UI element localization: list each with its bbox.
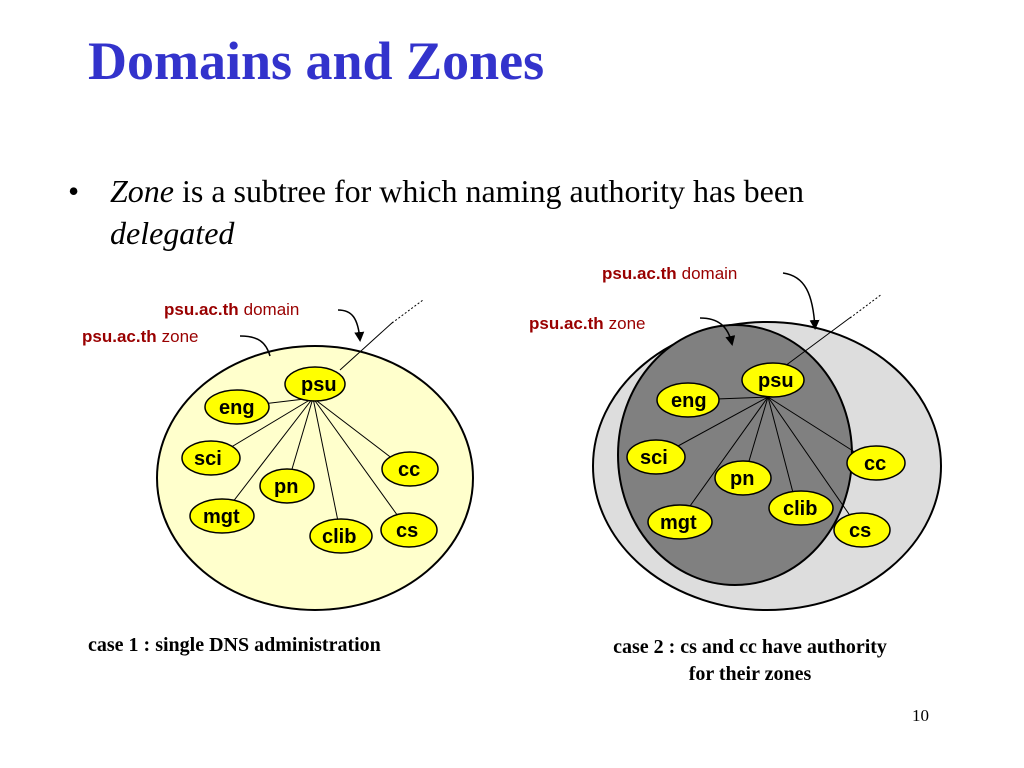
case2-domain-arrow <box>782 272 820 330</box>
svg-text:cs: cs <box>396 520 418 542</box>
svg-text:sci: sci <box>640 447 668 469</box>
case2-node-clib: clib <box>768 490 834 526</box>
case1-node-eng: eng <box>204 389 270 425</box>
case2-parent-link <box>849 293 883 319</box>
svg-text:mgt: mgt <box>660 512 697 534</box>
case2-zone-arrow <box>699 317 736 346</box>
svg-text:psu: psu <box>301 374 337 396</box>
case2-node-cs: cs <box>833 512 891 548</box>
case2-diagram: psu eng sci pn cc mgt <box>529 264 942 611</box>
case1-node-mgt: mgt <box>189 498 255 534</box>
svg-text:clib: clib <box>783 498 817 520</box>
case2-caption: case 2 : cs and cc have authority for th… <box>560 634 940 688</box>
case1-root-link <box>339 321 394 371</box>
svg-text:cc: cc <box>864 453 886 475</box>
bullet-emphasis: delegated <box>110 215 235 251</box>
svg-text:eng: eng <box>671 390 707 412</box>
case1-node-cc: cc <box>381 451 439 487</box>
case1-node-sci: sci <box>181 440 241 476</box>
case2-node-eng: eng <box>656 382 720 418</box>
page-number: 10 <box>912 706 929 725</box>
case2-node-mgt: mgt <box>647 504 713 540</box>
svg-text:psu: psu <box>758 370 794 392</box>
case2-caption-line1: case 2 : cs and cc have authority <box>613 636 887 658</box>
svg-text:sci: sci <box>194 448 222 470</box>
case1-zone-arrow <box>239 335 271 357</box>
case2-node-psu: psu <box>741 362 805 398</box>
svg-text:clib: clib <box>322 526 356 548</box>
case2-root-link <box>784 316 852 367</box>
case1-node-pn: pn <box>259 468 315 504</box>
bullet-body: is a subtree for which naming authority … <box>174 173 805 209</box>
svg-text:cs: cs <box>849 520 871 542</box>
case1-node-psu: psu <box>284 366 346 402</box>
case2-node-pn: pn <box>714 460 772 496</box>
svg-text:cc: cc <box>398 459 420 481</box>
bullet-text: Zone is a subtree for which naming autho… <box>110 170 930 254</box>
case1-diagram: psu eng sci pn cc mgt <box>82 299 474 611</box>
case1-domain-arrow <box>337 309 365 342</box>
case2-node-sci: sci <box>626 439 686 475</box>
svg-text:eng: eng <box>219 397 255 419</box>
case2-node-cc: cc <box>846 445 906 481</box>
case1-caption: case 1 : single DNS administration <box>88 634 381 656</box>
case1-parent-link <box>391 299 424 324</box>
svg-text:pn: pn <box>274 476 298 498</box>
case2-caption-line2: for their zones <box>688 663 812 685</box>
slide-title: Domains and Zones <box>88 31 545 91</box>
svg-text:pn: pn <box>730 468 754 490</box>
svg-text:mgt: mgt <box>203 506 240 528</box>
bullet-term: Zone <box>110 173 174 209</box>
bullet-marker: • <box>68 173 80 209</box>
case1-node-cs: cs <box>380 512 438 548</box>
case1-node-clib: clib <box>309 518 373 554</box>
